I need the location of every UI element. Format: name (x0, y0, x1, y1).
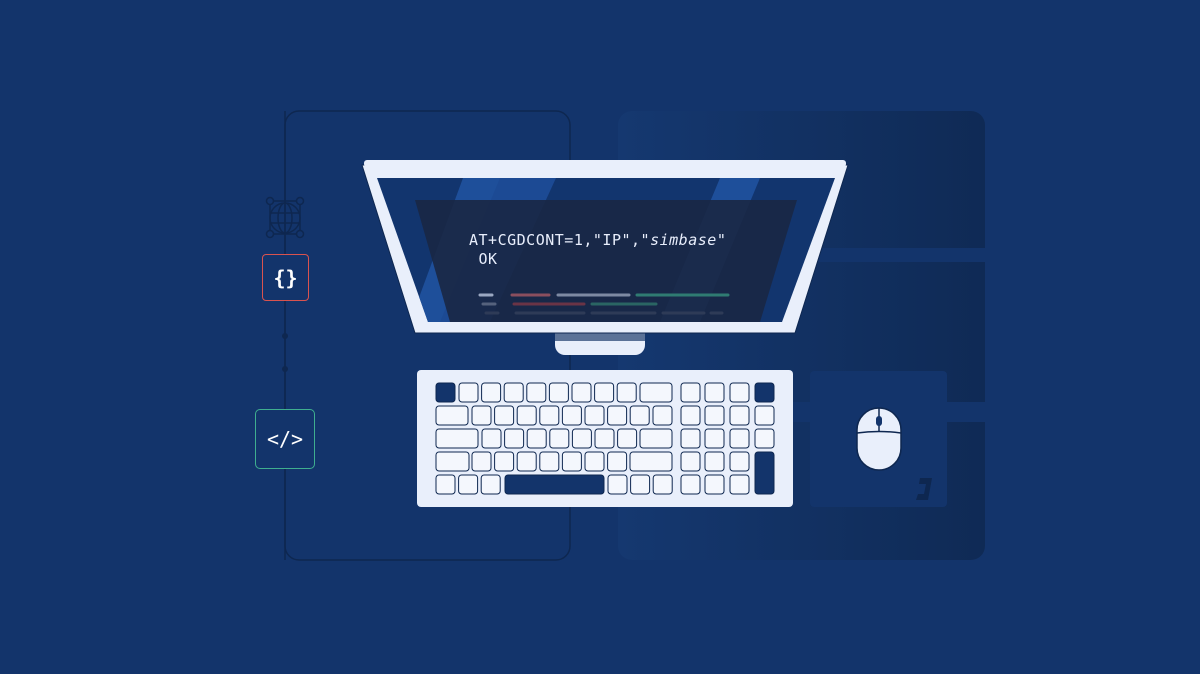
keyboard-key (584, 405, 605, 426)
apn-name: simbase (650, 231, 717, 249)
keyboard-key (729, 382, 750, 403)
keyboard-key (594, 428, 615, 449)
keyboard-key (680, 405, 701, 426)
keyboard-key (652, 474, 673, 495)
keyboard-key (639, 382, 673, 403)
keyboard-key (481, 382, 502, 403)
keyboard-key (704, 382, 725, 403)
keyboard-key (680, 428, 701, 449)
keyboard-key (435, 428, 479, 449)
keyboard-key (561, 405, 582, 426)
keyboard-key (504, 428, 525, 449)
keyboard-key (704, 474, 725, 495)
keyboard-key (617, 428, 638, 449)
keyboard-key (548, 382, 569, 403)
keyboard-key (471, 451, 492, 472)
mouse-icon (856, 407, 902, 471)
keyboard-key (607, 405, 628, 426)
keyboard-key (435, 474, 456, 495)
keyboard-key (729, 451, 750, 472)
keyboard-key (616, 382, 637, 403)
keyboard-key (754, 405, 775, 426)
connector-dot (282, 366, 288, 372)
keyboard-key (680, 382, 701, 403)
keyboard-key (754, 428, 775, 449)
at-command: AT+CGDCONT=1,"IP","simbase" (469, 231, 727, 249)
terminal-output: AT+CGDCONT=1,"IP","simbase" OK (469, 231, 726, 269)
keyboard-key (704, 451, 725, 472)
keyboard-key (516, 405, 537, 426)
keyboard-key (680, 474, 701, 495)
keyboard-key (503, 382, 524, 403)
terminal-window (415, 200, 797, 322)
simbase-logo (916, 478, 932, 500)
keyboard-key (729, 474, 750, 495)
keyboard-key (629, 405, 650, 426)
keyboard-key (480, 474, 501, 495)
keyboard-key (516, 451, 537, 472)
keyboard-key (494, 405, 515, 426)
globe-icon (265, 196, 305, 239)
keyboard-key (526, 382, 547, 403)
keyboard-key (630, 474, 651, 495)
keyboard-key (607, 451, 628, 472)
keyboard-key (549, 428, 570, 449)
keyboard-key (629, 451, 673, 472)
command-response: OK (469, 250, 498, 268)
keyboard-key (435, 382, 456, 403)
monitor (361, 160, 849, 355)
keyboard-key (526, 428, 547, 449)
keyboard-key (754, 382, 775, 403)
keyboard-key (704, 405, 725, 426)
keyboard-key (571, 382, 592, 403)
keyboard-key (458, 382, 479, 403)
keyboard-key (729, 428, 750, 449)
keyboard-key (539, 405, 560, 426)
keyboard-key (607, 474, 628, 495)
keyboard-key (435, 451, 470, 472)
keyboard-key (729, 405, 750, 426)
keyboard-key (680, 451, 701, 472)
log-lines (478, 293, 730, 315)
spacebar-key (504, 474, 605, 495)
keyboard-key (435, 405, 469, 426)
connector-dot (282, 333, 288, 339)
keyboard-key (652, 405, 673, 426)
keyboard-key (494, 451, 515, 472)
keyboard-key (584, 451, 605, 472)
keyboard-key (704, 428, 725, 449)
keyboard-key (639, 428, 673, 449)
keyboard-key (539, 451, 560, 472)
keyboard-key (561, 451, 582, 472)
braces-icon: {} (262, 254, 309, 301)
keyboard-key (481, 428, 502, 449)
keyboard-key (458, 474, 479, 495)
keyboard-key (571, 428, 592, 449)
code-icon: </> (255, 409, 315, 469)
keyboard-key (471, 405, 492, 426)
keyboard-key (594, 382, 615, 403)
keyboard-key (754, 451, 775, 495)
